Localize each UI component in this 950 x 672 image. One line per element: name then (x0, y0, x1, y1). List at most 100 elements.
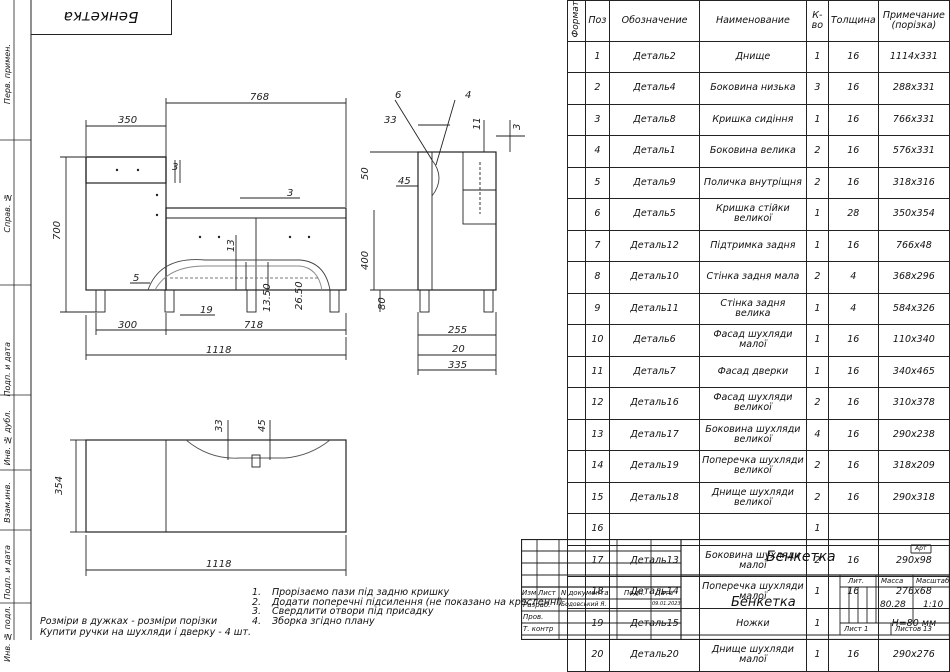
dim-side-33: 33 (384, 115, 397, 126)
lit-label: Лит. (848, 577, 865, 585)
spec-cell-note: 290x276 (877, 639, 950, 672)
spec-cell-qty: 1 (805, 639, 829, 672)
mass-value: 80.28 (880, 600, 906, 610)
spec-cell-name: Боковина велика (698, 135, 807, 168)
spec-cell-thickness: 4 (827, 292, 879, 326)
spec-cell-format (567, 72, 586, 105)
note-item: 1.Прорізаємо пази під задню кришку (252, 587, 450, 598)
spec-cell-name: Днище шухляди великої (698, 481, 807, 515)
spec-cell-qty: 1 (805, 607, 829, 641)
spec-cell-name: Поличка внутріщня (698, 166, 807, 200)
spec-cell-note: 290x238 (877, 418, 950, 452)
spec-cell-note: 318x209 (877, 450, 950, 483)
note-text: Зборка згідно плану (272, 615, 375, 627)
dim-side-4: 4 (465, 90, 471, 101)
footnotes: Розміри в дужках - розміри порізки Купит… (40, 616, 251, 638)
spec-cell-name: Поперечка шухляди малої (698, 576, 807, 609)
spec-cell-qty: 2 (805, 261, 829, 294)
sheet-number: 1 (864, 625, 869, 633)
spec-header-qty: К-во (805, 0, 829, 42)
spec-header-thickness: Толщина (827, 0, 879, 42)
note-item: 2.Додати поперечні підсилення (не показа… (252, 596, 563, 608)
spec-cell-format (567, 324, 586, 357)
spec-cell-name: Днище (698, 40, 807, 74)
spec-cell-format (567, 229, 586, 263)
spec-cell-qty: 1 (805, 355, 829, 389)
spec-cell-name: Стінка задня велика (698, 292, 807, 326)
dim-front-768: 768 (250, 92, 269, 103)
spec-cell-qty: 1 (805, 229, 829, 263)
col-date: Дата (655, 589, 674, 597)
spec-cell-designation: Деталь20 (609, 639, 700, 672)
role-checked: Пров. (523, 613, 544, 621)
spec-cell-thickness: 16 (827, 135, 879, 168)
footnote-cut-sizes: Розміри в дужках - розміри порізки (40, 616, 218, 627)
spec-cell-designation: Деталь12 (609, 229, 700, 263)
dim-front-350: 350 (118, 115, 137, 126)
title-block: Бенкетка Арт Изм Лист N документа Подп. … (521, 539, 950, 640)
spec-cell-thickness: 16 (827, 229, 879, 263)
spec-cell-name: Фасад дверки (698, 355, 807, 389)
note-item: 4.Зборка згідно плану (252, 615, 375, 627)
spec-cell-designation: Деталь10 (609, 261, 700, 294)
spec-cell-pos: 20 (584, 639, 611, 672)
title-top: Бенкетка (766, 549, 836, 565)
note-item: 3.Свердлити отвори під присадку (252, 606, 434, 617)
spec-cell-format (567, 135, 586, 168)
sheets-number: 13 (923, 625, 932, 633)
note-text: Свердлити отвори під присадку (272, 606, 434, 617)
dim-side-20: 20 (452, 344, 465, 355)
developer-name: Бодовський Я. (561, 601, 607, 608)
drawing-views: 768 350 700 3 3 13 5 19 13.50 26.50 300 … (52, 90, 525, 576)
spec-cell-format (567, 40, 586, 74)
spec-table: Формат Поз Обозначение Наименование К-во… (567, 0, 950, 672)
spec-cell-note: 318x316 (877, 166, 950, 200)
spec-cell-note: 1114x331 (877, 40, 950, 74)
spec-cell-thickness: 4 (827, 261, 879, 294)
spec-cell-designation: Деталь16 (609, 387, 700, 420)
dim-side-11: 11 (472, 117, 483, 130)
spec-cell-designation: Деталь17 (609, 418, 700, 452)
spec-cell-pos: 9 (584, 292, 611, 326)
spec-cell-note: 310x378 (877, 387, 950, 420)
dim-side-400: 400 (360, 251, 371, 270)
dim-front-5: 5 (133, 273, 139, 284)
dim-plan-45: 45 (257, 419, 268, 432)
spec-cell-format (567, 418, 586, 452)
spec-cell-thickness: 16 (827, 40, 879, 74)
dim-front-1350: 13.50 (262, 283, 273, 312)
spec-cell-qty: 1 (805, 103, 829, 137)
copy-label: Арт (915, 545, 927, 552)
spec-cell-pos: 12 (584, 387, 611, 420)
spec-cell-name: Підтримка задня (698, 229, 807, 263)
spec-cell-format (567, 103, 586, 137)
spec-cell-thickness: 16 (827, 72, 879, 105)
sheets-label: Листов (895, 625, 922, 633)
note-text: Прорізаємо пази під задню кришку (272, 587, 450, 598)
dim-side-335: 335 (448, 360, 467, 371)
spec-cell-qty: 1 (805, 292, 829, 326)
dim-side-50: 50 (360, 167, 371, 180)
spec-cell-format (567, 355, 586, 389)
spec-cell-designation: Деталь14 (609, 576, 700, 609)
spec-cell-note: 584x326 (877, 292, 950, 326)
spec-cell-designation: Деталь9 (609, 166, 700, 200)
spec-cell-pos: 3 (584, 103, 611, 137)
spec-cell-qty: 2 (805, 135, 829, 168)
spec-cell-pos: 1 (584, 40, 611, 74)
note-text: Додати поперечні підсилення (не показано… (272, 596, 563, 608)
dim-plan-1118: 1118 (206, 559, 231, 570)
spec-cell-pos: 15 (584, 481, 611, 515)
technical-notes: 1.Прорізаємо пази під задню кришку 2.Дод… (252, 588, 563, 626)
spec-cell-qty: 2 (805, 450, 829, 483)
